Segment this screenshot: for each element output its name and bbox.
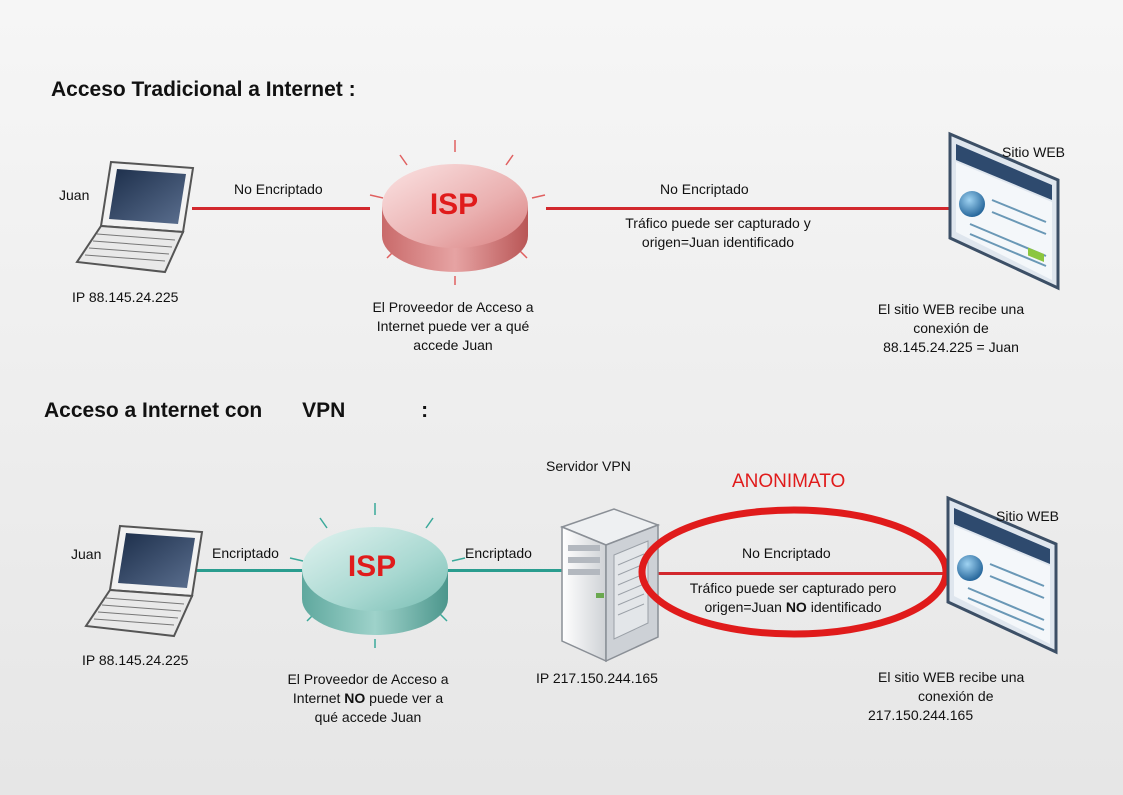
isp-caption-line: qué accede Juan (314, 709, 422, 725)
laptop-icon (75, 160, 195, 274)
isp-router-icon (369, 140, 546, 285)
section-heading-traditional: Acceso Tradicional a Internet : (51, 78, 356, 101)
isp-caption-line: Internet puede ver a qué (376, 318, 530, 334)
anonymity-ring (638, 506, 950, 638)
link2-note-line: origen=Juan identificado (641, 234, 795, 250)
server-ip: IP 217.150.244.165 (536, 670, 658, 686)
caption-emphasis: NO (344, 690, 366, 706)
user-ip-vpn: IP 88.145.24.225 (82, 652, 189, 668)
web-caption-traditional: El sitio WEB recibe una conexión de 88.1… (851, 300, 1051, 357)
link-encrypted-user-isp (196, 569, 306, 572)
isp-caption-vpn: El Proveedor de Acceso a Internet NO pue… (268, 670, 468, 727)
link2-label-traditional: No Encriptado (660, 181, 749, 197)
link-encrypted-isp-server (446, 569, 566, 572)
link-unencrypted-user-isp (192, 207, 370, 210)
anonymity-label: ANONIMATO (732, 471, 846, 492)
website-icon (946, 495, 1058, 655)
isp-caption-line: accede Juan (413, 337, 493, 353)
isp-caption-line: Internet NO puede ver a (268, 689, 468, 708)
note-text: origen=Juan (704, 599, 786, 615)
isp-caption-line: El Proveedor de Acceso a (287, 671, 449, 687)
link2-label-vpn: Encriptado (465, 545, 532, 561)
caption-text: Internet (292, 690, 345, 706)
web-caption-vpn: El sitio WEB recibe una conexión de 217.… (868, 668, 1025, 725)
web-caption-line: El sitio WEB recibe una (878, 669, 1025, 685)
isp-label-traditional: ISP (429, 188, 479, 221)
isp-label-vpn: ISP (347, 550, 397, 583)
link3-note-line: Tráfico puede ser capturado pero (689, 580, 897, 596)
heading-text: Acceso a Internet con (44, 399, 263, 422)
web-caption-line: conexión de (918, 688, 994, 704)
link1-label-traditional: No Encriptado (234, 181, 323, 197)
laptop-icon (84, 524, 204, 638)
web-caption-line: conexión de (913, 320, 989, 336)
section-heading-vpn: Acceso a Internet con VPN : (44, 399, 428, 423)
web-label-vpn: Sitio WEB (996, 508, 1060, 524)
link2-note-traditional: Tráfico puede ser capturado y origen=Jua… (606, 214, 830, 252)
isp-caption-line: El Proveedor de Acceso a (372, 299, 534, 315)
server-label: Servidor VPN (546, 458, 631, 474)
web-caption-line: 88.145.24.225 = Juan (883, 339, 1019, 355)
note-emphasis: NO (785, 599, 807, 615)
link-unencrypted-server-web (658, 572, 950, 575)
isp-caption-traditional: El Proveedor de Acceso a Internet puede … (353, 298, 553, 355)
note-text: identificado (806, 599, 882, 615)
link3-label-vpn: No Encriptado (742, 545, 831, 561)
caption-text: puede ver a (365, 690, 444, 706)
user-name-vpn: Juan (71, 546, 102, 562)
isp-router-icon (289, 503, 466, 648)
web-label-traditional: Sitio WEB (1002, 144, 1066, 160)
link3-note-line: origen=Juan NO identificado (662, 598, 924, 617)
user-name-traditional: Juan (59, 187, 90, 203)
link1-label-vpn: Encriptado (212, 545, 279, 561)
web-caption-line: 217.150.244.165 (868, 707, 974, 723)
web-caption-line: El sitio WEB recibe una (877, 301, 1025, 317)
user-ip-traditional: IP 88.145.24.225 (72, 289, 179, 305)
heading-colon: : (421, 399, 429, 422)
heading-vpn-word: VPN (302, 399, 346, 422)
link3-note-vpn: Tráfico puede ser capturado pero origen=… (662, 579, 924, 617)
link2-note-line: Tráfico puede ser capturado y (625, 215, 811, 231)
link-unencrypted-isp-web (546, 207, 950, 210)
website-icon (948, 131, 1060, 291)
